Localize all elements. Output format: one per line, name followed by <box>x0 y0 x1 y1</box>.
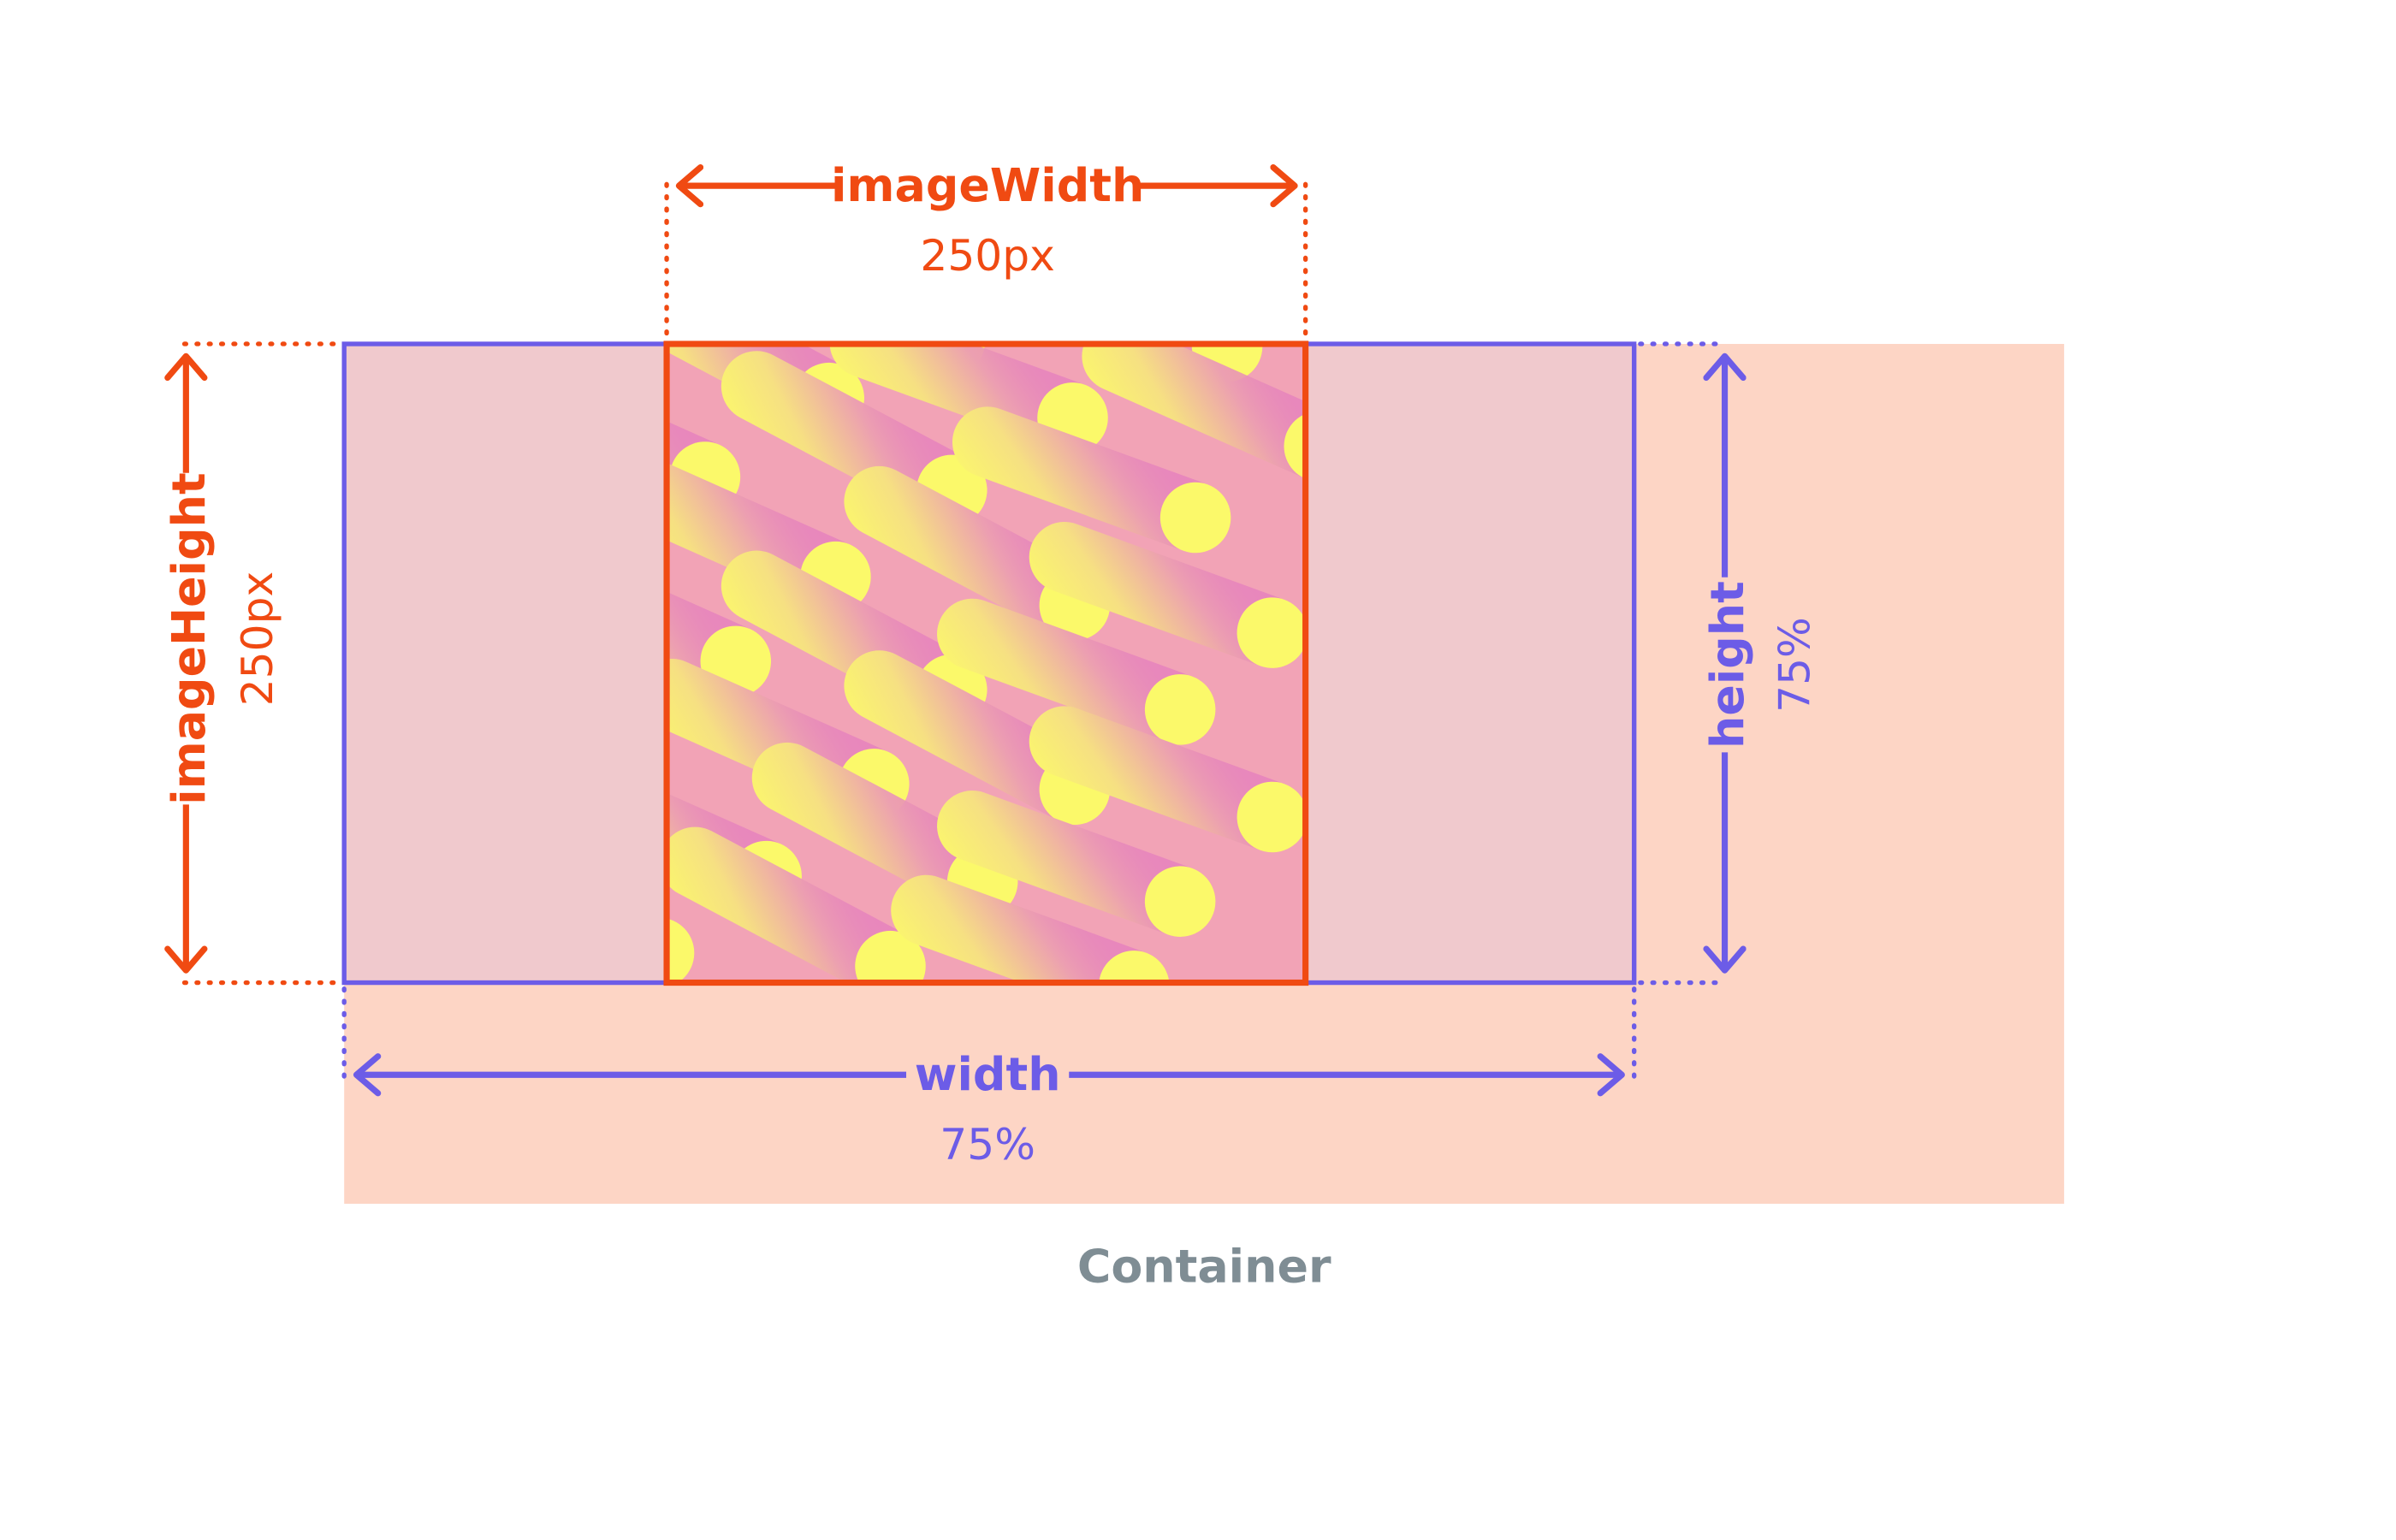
pattern-capsule <box>952 406 1231 554</box>
pattern-capsule <box>667 826 926 983</box>
pattern-capsule <box>1029 521 1306 668</box>
height-label: height <box>1700 581 1754 749</box>
pattern-capsule <box>1029 706 1306 853</box>
pattern-capsule <box>891 874 1170 983</box>
pattern-capsule <box>1082 343 1306 482</box>
container-label: Container <box>1077 1240 1331 1294</box>
width-value: 75% <box>940 1119 1035 1170</box>
pattern-capsule <box>937 598 1216 745</box>
height-value: 75% <box>1769 617 1819 713</box>
image-width-value: 250px <box>920 230 1055 281</box>
image-outline <box>663 341 1309 986</box>
image-height-label: imageHeight <box>162 472 216 805</box>
image-width-label: imageWidth <box>831 158 1144 212</box>
pattern-capsule <box>937 791 1216 937</box>
width-label: width <box>915 1047 1061 1101</box>
pattern-capsule <box>667 827 695 983</box>
image-height-value: 250px <box>232 572 282 707</box>
